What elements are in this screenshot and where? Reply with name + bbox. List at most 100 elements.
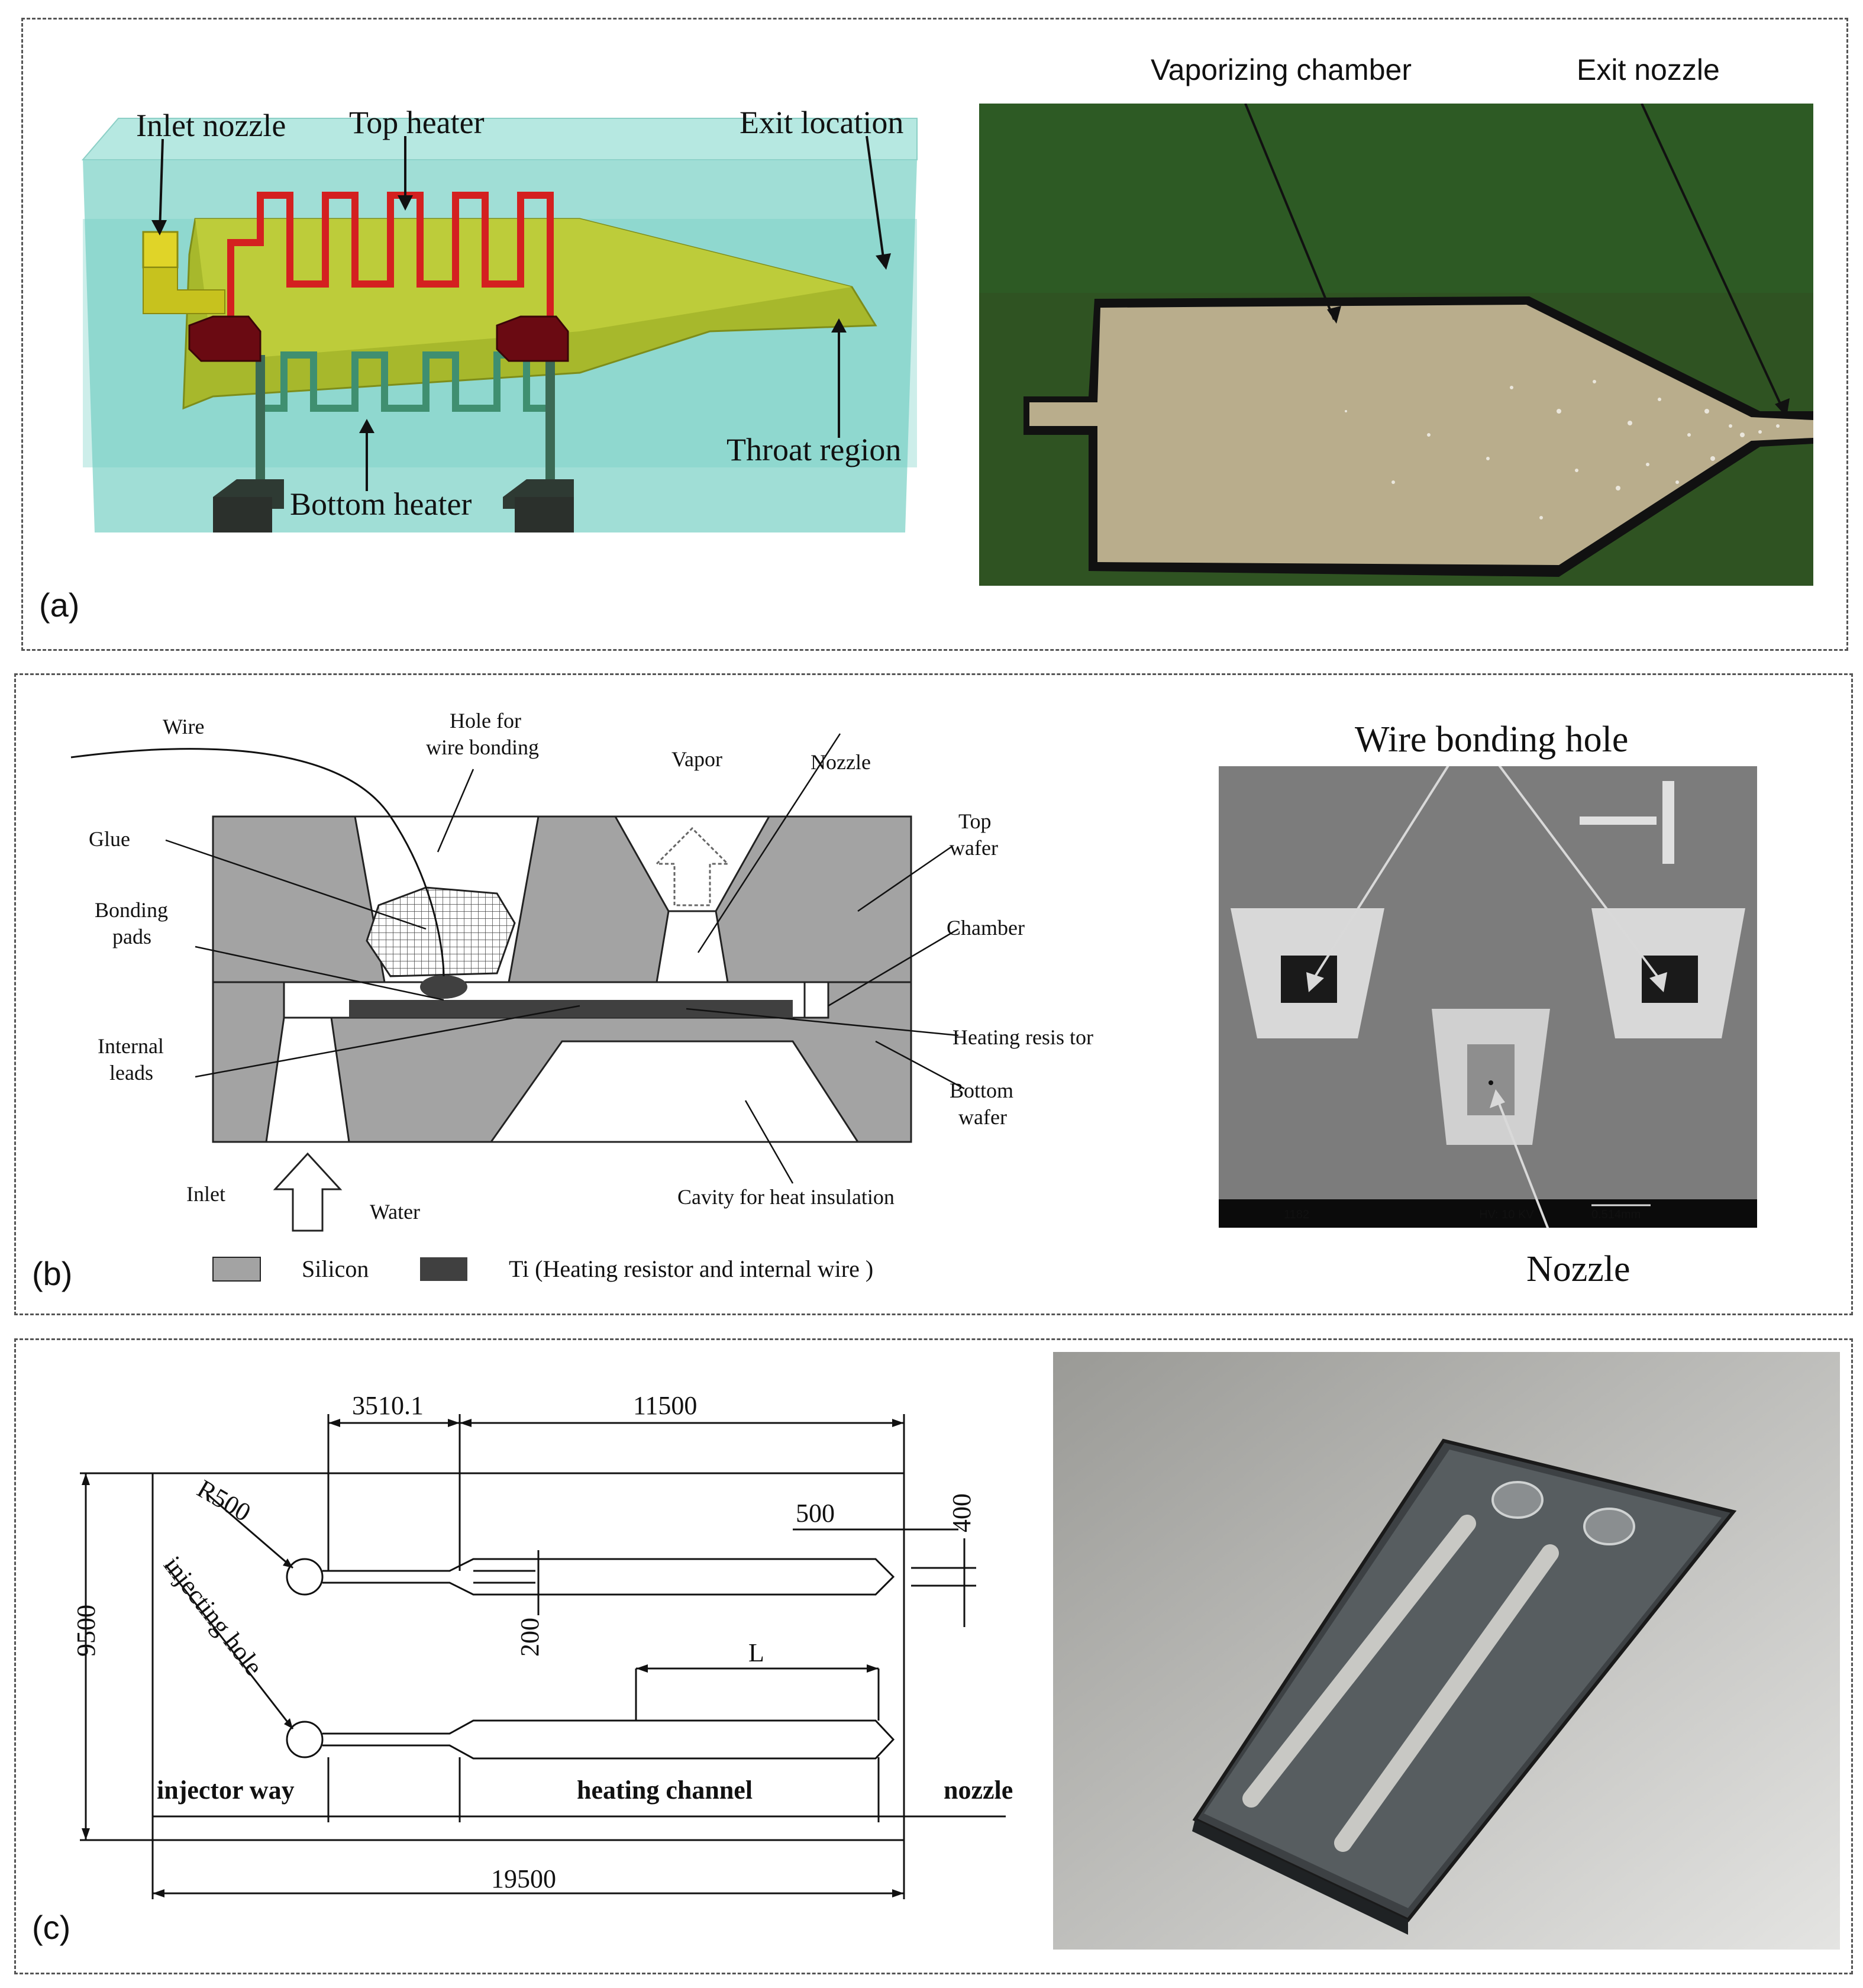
panel-a-3d-model: Inlet nozzle Top heater Exit location Th… bbox=[81, 105, 918, 532]
label-wire: Wire bbox=[163, 715, 205, 738]
sem-bar-scale: 0.514mm bbox=[1591, 1208, 1641, 1221]
panel-b-frame bbox=[14, 673, 1853, 1315]
chip-channels bbox=[1242, 1515, 1559, 1852]
ah-l-l bbox=[636, 1664, 648, 1673]
sem-micrograph: 1182 HV: 10 KV 0.514mm bbox=[1219, 766, 1757, 1228]
sem-nozzle-label-area: Nozzle bbox=[1526, 1249, 1630, 1289]
label-pads: pads bbox=[112, 925, 151, 948]
label-sem-nozzle: Nozzle bbox=[1526, 1249, 1630, 1289]
sem-arrow-right bbox=[1498, 766, 1661, 980]
legend-silicon-label: Silicon bbox=[302, 1256, 369, 1282]
sem-arrowhead-left bbox=[1306, 972, 1324, 992]
label-wire-bonding: wire bonding bbox=[426, 735, 539, 759]
label-inlet: Inlet bbox=[186, 1182, 225, 1206]
dim-injecting-hole-label: injecting hole bbox=[158, 1551, 269, 1681]
sem-bar-mag: 1182 bbox=[1284, 1208, 1309, 1221]
panel-b-cross-section: Wire Hole for wire bonding Vapor Nozzle … bbox=[70, 709, 1093, 1282]
leader-cavity bbox=[744, 1100, 794, 1184]
channel-upper bbox=[322, 1558, 895, 1596]
label-internal: Internal bbox=[98, 1034, 164, 1058]
dim-19500-label: 19500 bbox=[491, 1864, 556, 1893]
label-vapor: Vapor bbox=[671, 747, 722, 771]
label-wire-bonding-hole: Wire bonding hole bbox=[1355, 719, 1628, 760]
label-top-wafer: wafer bbox=[950, 836, 998, 860]
top-heater-trace bbox=[227, 192, 554, 325]
vapor-arrow bbox=[654, 827, 730, 906]
label-bottom-heater: Bottom heater bbox=[290, 486, 472, 522]
leader-r500 bbox=[206, 1493, 293, 1569]
droplet-speckles bbox=[1345, 380, 1780, 519]
heat-insulation-cavity bbox=[489, 1040, 860, 1143]
label-chamber: Chamber bbox=[947, 916, 1025, 940]
ah-l-r bbox=[867, 1664, 879, 1673]
label-nozzle-c: nozzle bbox=[944, 1776, 1013, 1805]
ah-injecting bbox=[284, 1718, 293, 1729]
chamber-top-face bbox=[195, 219, 852, 361]
sem-hole-right-inner bbox=[1642, 956, 1698, 1003]
leader-hole-bonding bbox=[437, 769, 474, 853]
ah-r500 bbox=[283, 1558, 293, 1568]
leader-chamber bbox=[828, 928, 959, 1007]
sem-t-mark-h bbox=[1580, 816, 1657, 825]
water-arrow bbox=[273, 1152, 343, 1232]
inlet-hole-lower bbox=[286, 1721, 324, 1758]
panel-b-label: (b) bbox=[32, 1255, 73, 1292]
ah-19500-l bbox=[153, 1889, 164, 1897]
top-pad-left bbox=[188, 315, 261, 362]
chip-edge bbox=[1192, 1819, 1408, 1935]
panel-a-photo-labels: Vaporizing chamber Exit nozzle bbox=[1151, 53, 1720, 86]
label-heating-channel: heating channel bbox=[577, 1776, 753, 1805]
label-inlet-nozzle: Inlet nozzle bbox=[136, 108, 286, 143]
label-bonding: Bonding bbox=[95, 898, 168, 922]
sem-title-area: Wire bonding hole bbox=[1355, 719, 1628, 760]
ah-3510-r bbox=[448, 1419, 460, 1427]
label-nozzle: Nozzle bbox=[811, 750, 871, 774]
glue-fill bbox=[366, 886, 516, 977]
arrow-inlet-nozzle bbox=[159, 138, 164, 233]
top-pad-right bbox=[496, 315, 569, 362]
label-throat-region: Throat region bbox=[727, 432, 901, 467]
sem-arrowhead-right bbox=[1649, 972, 1667, 992]
chip-photo bbox=[1053, 1352, 1840, 1950]
label-bottom-wafer: wafer bbox=[958, 1105, 1007, 1129]
label-leads: leads bbox=[109, 1061, 153, 1085]
ah-11500-l bbox=[460, 1419, 472, 1427]
sem-arrow-nozzle bbox=[1496, 1097, 1549, 1228]
panel-c-frame bbox=[14, 1338, 1853, 1974]
ah-19500-r bbox=[892, 1889, 904, 1897]
bottom-pad-left-base bbox=[213, 497, 272, 532]
leader-internal-leads bbox=[195, 1005, 580, 1078]
label-hole-for: Hole for bbox=[450, 709, 521, 732]
label-exit-nozzle: Exit nozzle bbox=[1577, 53, 1720, 86]
label-vaporizing-chamber: Vaporizing chamber bbox=[1151, 53, 1412, 86]
panel-a-frame bbox=[21, 18, 1848, 651]
chip-port-1 bbox=[1491, 1481, 1544, 1519]
channel-lower bbox=[322, 1719, 895, 1760]
ah-11500-r bbox=[892, 1419, 904, 1427]
inlet-hole-upper bbox=[286, 1558, 324, 1596]
arrowhead-exit-nozzle bbox=[1775, 398, 1790, 417]
inlet-channel bbox=[265, 1016, 350, 1143]
dim-500-label: 500 bbox=[796, 1499, 835, 1528]
dim-r500-label: R500 bbox=[192, 1474, 256, 1527]
label-top: Top bbox=[958, 809, 991, 833]
leader-bonding-pads bbox=[195, 945, 444, 1001]
label-injector-way: injector way bbox=[157, 1776, 295, 1805]
label-bottom: Bottom bbox=[950, 1079, 1013, 1102]
leader-top-wafer bbox=[857, 845, 953, 912]
panel-c-drawing: 3510.1 11500 500 400 R500 injecting hole… bbox=[72, 1391, 1013, 1899]
leader-glue bbox=[165, 839, 427, 930]
arrowhead-inlet bbox=[151, 220, 167, 235]
panel-c-photo bbox=[1053, 1352, 1840, 1950]
label-heating-resistor: Heating resis tor bbox=[953, 1025, 1093, 1049]
arrowhead-exit bbox=[876, 253, 891, 270]
nozzle-throat bbox=[656, 910, 729, 983]
arrowhead-bottom-heater bbox=[359, 419, 374, 433]
inlet-nozzle-block bbox=[142, 231, 179, 269]
arrowhead-throat bbox=[831, 318, 847, 333]
label-glue: Glue bbox=[89, 827, 130, 851]
wire bbox=[70, 748, 445, 977]
arrow-exit-location bbox=[866, 135, 886, 267]
leader-heating-resistor bbox=[686, 1008, 959, 1037]
label-cavity: Cavity for heat insulation bbox=[677, 1185, 895, 1209]
